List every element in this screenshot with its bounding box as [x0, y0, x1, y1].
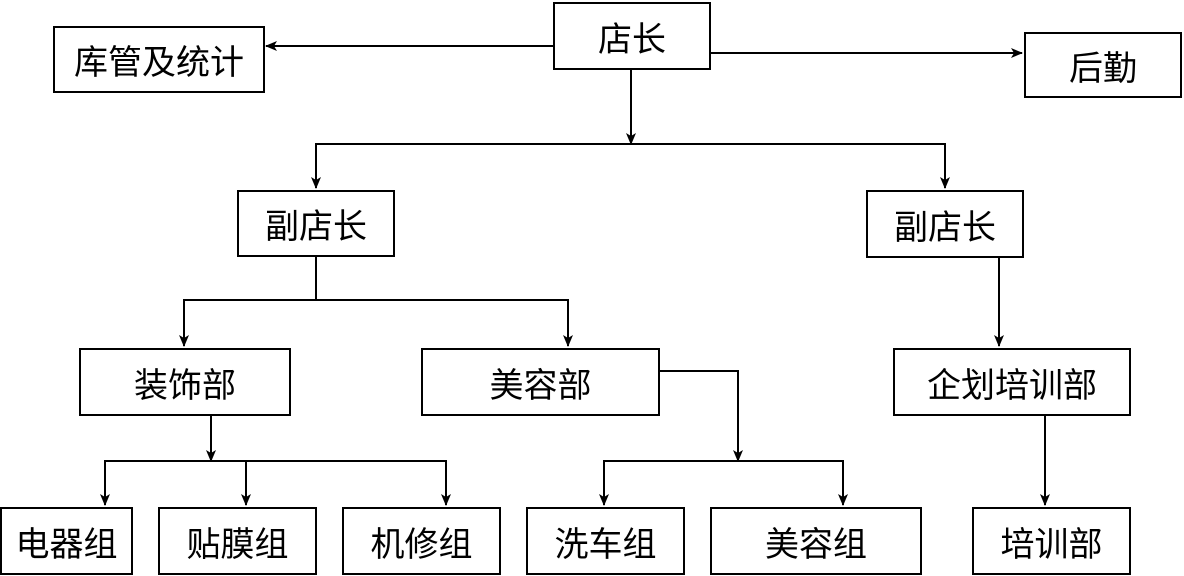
node-logistics: 后勤 [1024, 32, 1182, 98]
node-film-group: 贴膜组 [158, 507, 317, 575]
node-manager: 店长 [553, 2, 711, 70]
node-planning-dept: 企划培训部 [893, 348, 1131, 416]
node-wash-group: 洗车组 [526, 507, 685, 575]
edge-to-electric [100, 460, 211, 506]
node-mechanic-group: 机修组 [342, 507, 501, 575]
node-decor-dept: 装饰部 [79, 348, 291, 416]
edge-to-mechanic [211, 460, 451, 506]
edge-beauty-dept-out [660, 370, 743, 462]
node-beauty-group: 美容组 [710, 507, 922, 575]
edge-to-decor [179, 299, 316, 347]
node-electric-group: 电器组 [0, 507, 133, 575]
edge-to-beauty-group [738, 460, 848, 506]
node-training-dept: 培训部 [972, 507, 1131, 575]
edge-to-deputy-right [631, 143, 950, 189]
node-beauty-dept: 美容部 [421, 348, 660, 416]
node-deputy-right: 副店长 [866, 190, 1024, 258]
edge-to-beauty-dept [316, 299, 573, 347]
edge-to-deputy-left [311, 143, 631, 189]
edge-to-wash [599, 460, 738, 506]
node-deputy-left: 副店长 [237, 190, 395, 257]
node-warehouse: 库管及统计 [53, 26, 265, 93]
